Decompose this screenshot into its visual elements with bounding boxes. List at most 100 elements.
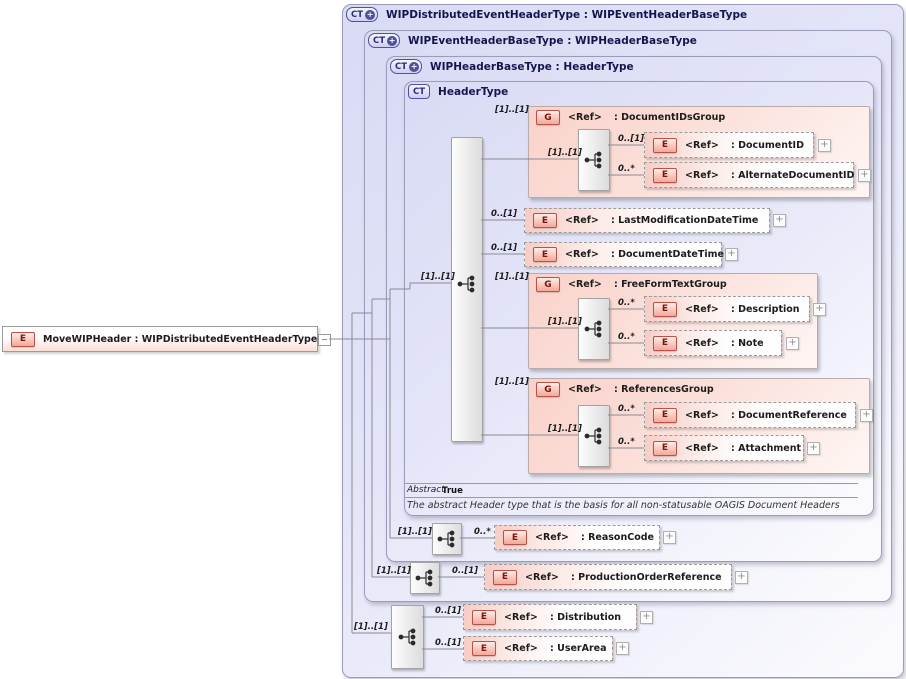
sequence-icon-documentidsgroup[interactable] [578, 129, 610, 191]
sequence-icon [437, 530, 455, 548]
element-ref: <Ref> [685, 409, 719, 421]
abstract-value: True [442, 486, 463, 496]
container-title-row: CT+ WIPEventHeaderBaseType : WIPHeaderBa… [368, 33, 697, 48]
element-name: : DocumentReference [731, 409, 847, 421]
sequence-icon-freeformtextgroup[interactable] [578, 298, 610, 360]
element-name: : Distribution [550, 611, 622, 623]
element-document-id[interactable]: E <Ref> : DocumentID [644, 132, 814, 158]
cardinality-last-modification-date-time: 0..[1] [491, 209, 518, 219]
group-ref: <Ref> [568, 112, 602, 123]
element-user-area[interactable]: E <Ref> : UserArea [463, 636, 613, 661]
cardinality-referencesgroup: [1]..[1] [495, 377, 529, 387]
complex-type-badge-label: CT [373, 35, 386, 46]
sequence-icon-referencesgroup[interactable] [578, 405, 610, 467]
element-badge: E [493, 569, 517, 585]
element-ref: <Ref> [685, 337, 719, 349]
element-name: : UserArea [550, 643, 607, 654]
cardinality-note: 0..* [618, 332, 635, 342]
cardinality-reason-code: 0..* [474, 527, 491, 537]
element-production-order-reference[interactable]: E <Ref> : ProductionOrderReference [484, 564, 732, 590]
expand-toggle-alternate-document-id[interactable]: + [858, 169, 871, 182]
expand-toggle-production-order-reference[interactable]: + [735, 571, 748, 584]
root-element-movewipheader[interactable]: E MoveWIPHeader : WIPDistributedEventHea… [2, 326, 318, 352]
expand-toggle-last-modification-date-time[interactable]: + [773, 214, 786, 227]
element-ref: <Ref> [504, 643, 538, 654]
abstract-label: Abstract [407, 485, 445, 495]
sequence-icon [584, 151, 602, 169]
element-name: : Note [731, 337, 764, 349]
complex-type-badge-label: CT [395, 61, 408, 72]
divider [404, 483, 858, 484]
group-title-freeformtextgroup: G <Ref> : FreeFormTextGroup [536, 277, 727, 292]
sequence-icon-reasoncode[interactable] [432, 523, 462, 555]
cardinality-headertype-sequence: [1]..[1] [421, 272, 455, 282]
container-title: HeaderType [438, 85, 509, 98]
expand-toggle-attachment[interactable]: + [807, 442, 820, 455]
element-badge: E [653, 335, 677, 351]
expand-toggle-reason-code[interactable]: + [663, 531, 676, 544]
element-ref: <Ref> [685, 303, 719, 315]
element-badge: E [472, 609, 496, 625]
divider [404, 497, 858, 498]
element-alternate-document-id[interactable]: E <Ref> : AlternateDocumentID [644, 162, 854, 188]
expand-toggle-note[interactable]: + [786, 337, 799, 350]
element-badge: E [653, 137, 677, 153]
element-badge: E [533, 247, 557, 262]
element-ref: <Ref> [525, 571, 559, 583]
element-name: : AlternateDocumentID [731, 169, 855, 181]
container-title: WIPHeaderBaseType : HeaderType [430, 60, 634, 73]
cardinality-freeformtextgroup: [1]..[1] [495, 272, 529, 282]
element-distribution[interactable]: E <Ref> : Distribution [463, 604, 637, 630]
cardinality-production-order-reference: 0..[1] [452, 566, 479, 576]
element-ref: <Ref> [685, 442, 719, 454]
collapse-toggle-root[interactable]: − [318, 334, 331, 346]
element-ref: <Ref> [504, 611, 538, 623]
group-ref: <Ref> [568, 384, 602, 395]
element-name: : ReasonCode [581, 532, 654, 543]
element-badge: E [533, 213, 557, 228]
group-ref: <Ref> [568, 279, 602, 290]
container-title: WIPDistributedEventHeaderType : WIPEvent… [386, 8, 748, 21]
sequence-bar[interactable] [451, 137, 483, 442]
sequence-icon [584, 427, 602, 445]
expand-toggle-distribution[interactable]: + [640, 611, 653, 624]
element-description[interactable]: E <Ref> : Description [644, 296, 810, 322]
element-note[interactable]: E <Ref> : Note [644, 330, 782, 356]
cardinality-documentidsgroup: [1]..[1] [495, 105, 529, 115]
cardinality-attachment: 0..* [618, 437, 635, 447]
sequence-icon [398, 628, 415, 646]
expand-toggle-document-date-time[interactable]: + [725, 248, 738, 261]
expand-toggle-document-reference[interactable]: + [860, 409, 873, 422]
element-ref: <Ref> [685, 139, 719, 151]
element-badge: E [11, 331, 35, 347]
element-ref: <Ref> [685, 169, 719, 181]
derivation-plus-icon: + [409, 61, 420, 72]
container-title-row: CT+ WIPDistributedEventHeaderType : WIPE… [346, 7, 747, 22]
element-reason-code[interactable]: E <Ref> : ReasonCode [494, 525, 660, 550]
expand-toggle-description[interactable]: + [813, 303, 826, 316]
element-name: : DocumentID [731, 139, 804, 151]
cardinality-document-reference: 0..* [618, 404, 635, 414]
expand-toggle-user-area[interactable]: + [616, 642, 629, 655]
group-name: : ReferencesGroup [614, 384, 714, 395]
cardinality-reasoncode-sequence: [1]..[1] [398, 527, 432, 537]
element-attachment[interactable]: E <Ref> : Attachment [644, 435, 804, 461]
sequence-icon-distribution-userarea[interactable] [391, 605, 424, 669]
expand-toggle-document-id[interactable]: + [818, 139, 831, 152]
complex-type-badge: CT [408, 84, 431, 99]
cardinality-distribution-sequence: [1]..[1] [354, 622, 388, 632]
element-badge: E [653, 440, 677, 456]
cardinality-description: 0..* [618, 298, 635, 308]
sequence-icon-productionorderreference[interactable] [410, 562, 440, 594]
element-document-reference[interactable]: E <Ref> : DocumentReference [644, 402, 856, 428]
cardinality-freeformtextgroup-sequence: [1]..[1] [548, 317, 582, 327]
cardinality-productionorder-sequence: [1]..[1] [377, 566, 411, 576]
element-name: : Attachment [731, 442, 801, 454]
group-badge: G [536, 382, 560, 397]
group-title-documentidsgroup: G <Ref> : DocumentIDsGroup [536, 110, 725, 125]
element-document-date-time[interactable]: E <Ref> : DocumentDateTime [524, 242, 724, 267]
element-badge: E [472, 641, 496, 656]
element-last-modification-date-time[interactable]: E <Ref> : LastModificationDateTime [524, 208, 770, 233]
element-badge: E [653, 301, 677, 317]
